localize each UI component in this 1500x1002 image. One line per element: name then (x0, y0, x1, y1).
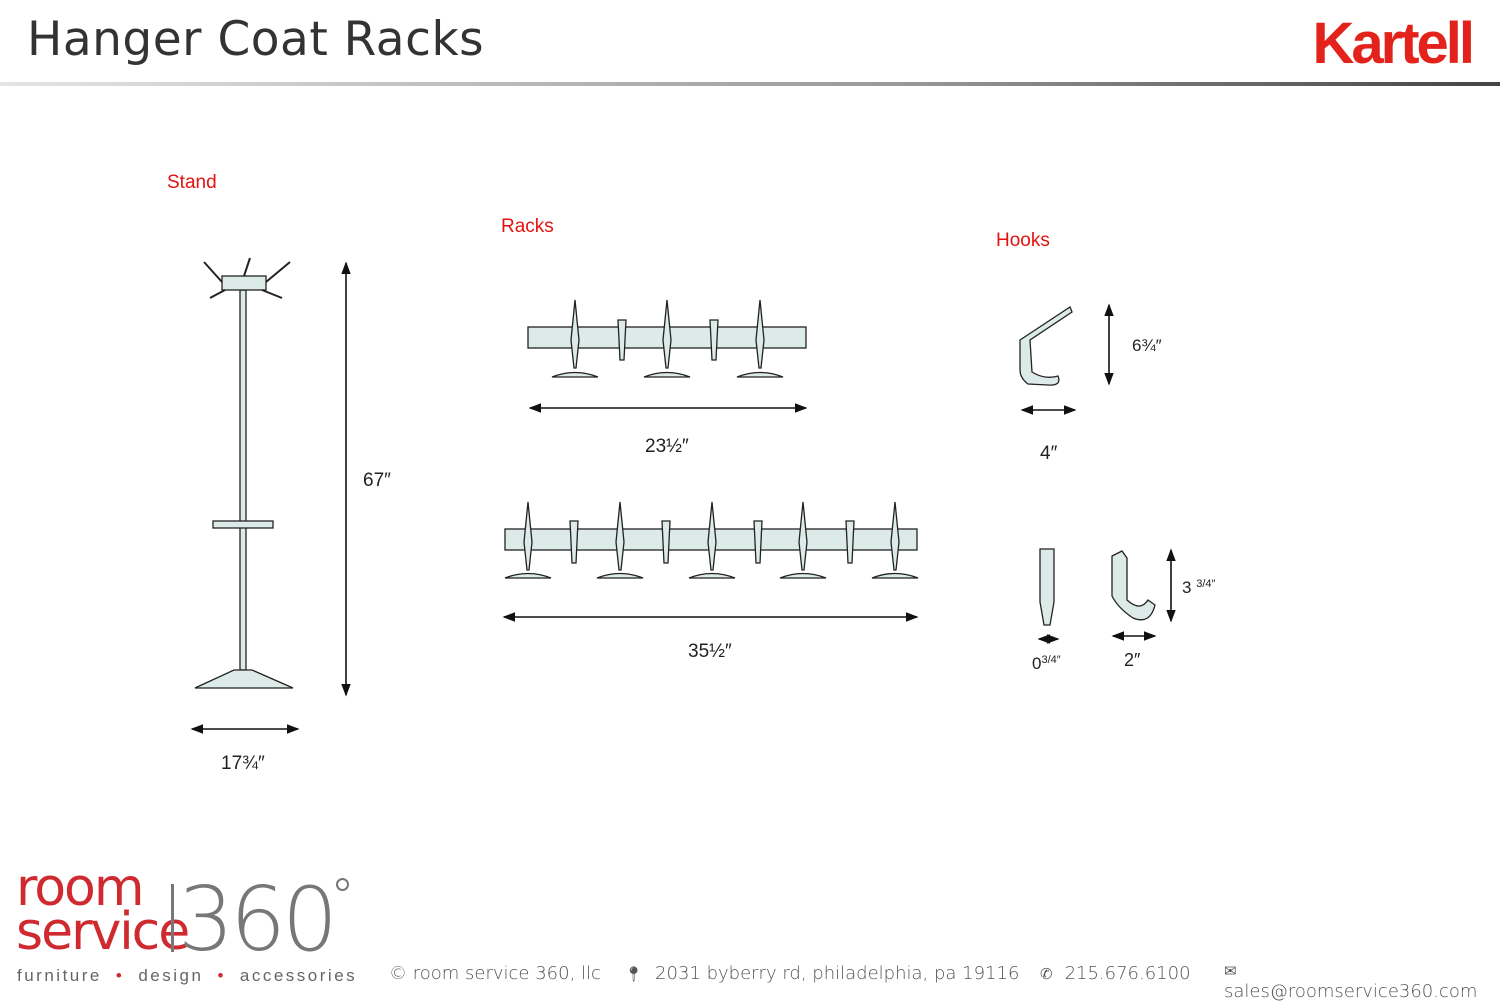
small-rack-width: 23½″ (645, 436, 689, 457)
phone-text[interactable]: 215.676.6100 (1064, 963, 1191, 984)
degree-icon (336, 878, 349, 891)
peg-drawing (1039, 548, 1055, 626)
peg-width-frac: 3/4″ (1041, 654, 1061, 666)
hook-height: 6¾″ (1132, 336, 1162, 355)
logo-separator (171, 884, 174, 952)
tagline-accessories: accessories (239, 966, 358, 985)
stand-drawing (194, 257, 294, 689)
hook-drawing (1019, 306, 1073, 386)
email-link[interactable]: sales@roomservice360.com (1224, 981, 1478, 1002)
address: 📍︎ 2031 byberry rd, philadelphia, pa 1911… (624, 963, 1019, 984)
small-hook-height-frac: 3/4″ (1196, 578, 1216, 590)
small-hook-height-whole: 3 (1182, 578, 1192, 597)
tagline-furniture: furniture (17, 966, 102, 985)
logo-service-text: service (16, 902, 190, 962)
peg-width: 03/4″ (1032, 654, 1061, 674)
small-hook-width: 2″ (1124, 650, 1141, 670)
large-rack-drawing (504, 501, 919, 579)
address-text: 2031 byberry rd, philadelphia, pa 19116 (655, 963, 1020, 984)
copyright: © room service 360, llc (389, 963, 601, 984)
hook-width: 4″ (1040, 443, 1058, 464)
section-label-stand: Stand (167, 172, 217, 193)
peg-width-whole: 0 (1032, 654, 1042, 673)
tagline: furniture•design•accessories (17, 966, 358, 985)
logo-room-text: room (16, 858, 145, 918)
logo-360-text: 360 (178, 868, 338, 971)
small-rack-drawing (527, 299, 807, 378)
small-hook-drawing (1111, 550, 1156, 621)
section-label-hooks: Hooks (996, 230, 1050, 251)
phone-icon: ✆ (1040, 965, 1053, 983)
kartell-logo: Kartell (1312, 11, 1475, 76)
stand-width: 17¾″ (221, 753, 265, 774)
header-divider (0, 82, 1500, 86)
large-rack-width: 35½″ (688, 641, 732, 662)
section-label-racks: Racks (501, 216, 554, 237)
email: ✉sales@roomservice360.com (1224, 960, 1500, 1002)
tagline-design: design (138, 966, 204, 985)
small-hook-height: 3 3/4″ (1182, 578, 1215, 598)
envelope-icon: ✉ (1224, 962, 1237, 980)
stand-height: 67″ (363, 470, 391, 491)
map-pin-icon: 📍︎ (624, 965, 644, 983)
page-title: Hanger Coat Racks (27, 12, 485, 67)
phone: ✆ 215.676.6100 (1040, 963, 1191, 984)
